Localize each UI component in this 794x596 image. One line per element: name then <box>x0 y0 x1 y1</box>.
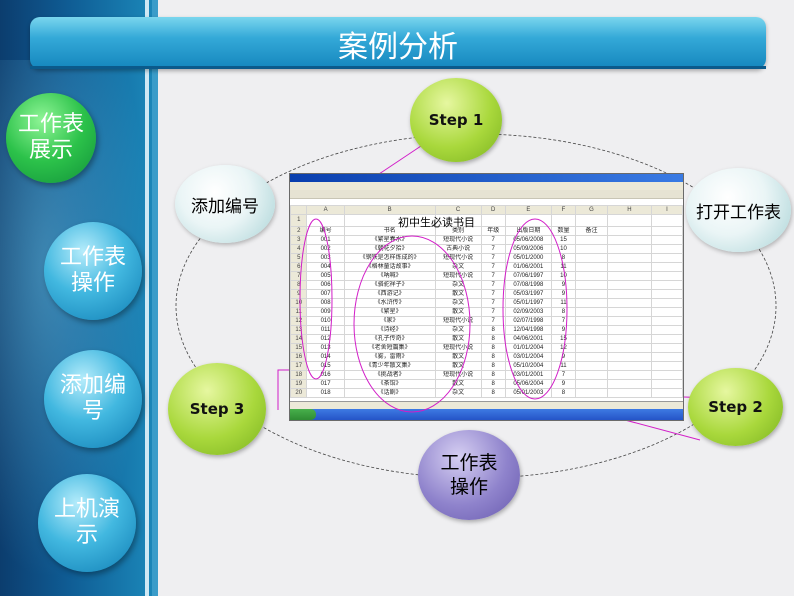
excel-cell: 8 <box>550 388 577 398</box>
sheet-ops-node[interactable]: 工作表操作 <box>418 430 520 520</box>
step-2-label: Step 2 <box>708 398 763 416</box>
sidebar-item-label: 工作表展示 <box>17 112 84 163</box>
sidebar-item-sheet-display[interactable]: 工作表展示 <box>6 93 96 183</box>
title-bar <box>30 17 766 69</box>
excel-cell <box>606 388 652 398</box>
step-3-label: Step 3 <box>189 400 245 418</box>
add-number-label: 添加编号 <box>191 196 259 217</box>
step-3-node[interactable]: Step 3 <box>168 363 266 455</box>
excel-sheet-title: 初中生必读书目 <box>398 216 475 229</box>
excel-toolbar <box>290 190 683 199</box>
sidebar-item-label: 上机演示 <box>53 497 120 548</box>
excel-cell: 8 <box>480 388 506 398</box>
excel-row-header: 1 <box>290 214 308 227</box>
excel-titlebar <box>290 174 683 182</box>
sidebar-item-label: 工作表操作 <box>59 245 126 296</box>
excel-annotations <box>299 218 568 413</box>
sidebar-item-label: 添加编号 <box>59 373 126 424</box>
start-button <box>290 409 316 420</box>
open-sheet-node[interactable]: 打开工作表 <box>686 168 791 252</box>
page-title: 案例分析 <box>338 30 458 65</box>
excel-row-header: 20 <box>290 388 308 398</box>
step-2-node[interactable]: Step 2 <box>688 368 783 446</box>
excel-cell: 018 <box>306 388 345 398</box>
sidebar-item-demo[interactable]: 上机演示 <box>38 474 136 572</box>
excel-sheet-tabs <box>290 401 683 410</box>
table-row: 1 <box>290 214 683 227</box>
excel-menubar <box>290 182 683 190</box>
sidebar-item-add-number[interactable]: 添加编号 <box>44 350 142 448</box>
sidebar-divider-accent <box>152 0 158 596</box>
step-1-label: Step 1 <box>428 111 484 129</box>
add-number-node[interactable]: 添加编号 <box>175 165 275 243</box>
sidebar-divider <box>145 0 149 596</box>
excel-cell <box>650 388 683 398</box>
sheet-ops-label: 工作表操作 <box>440 452 498 498</box>
open-sheet-label: 打开工作表 <box>696 202 781 223</box>
sidebar-item-sheet-ops[interactable]: 工作表操作 <box>44 222 142 320</box>
title-underline <box>30 66 766 69</box>
step-1-node[interactable]: Step 1 <box>410 78 502 162</box>
windows-taskbar <box>290 409 683 420</box>
